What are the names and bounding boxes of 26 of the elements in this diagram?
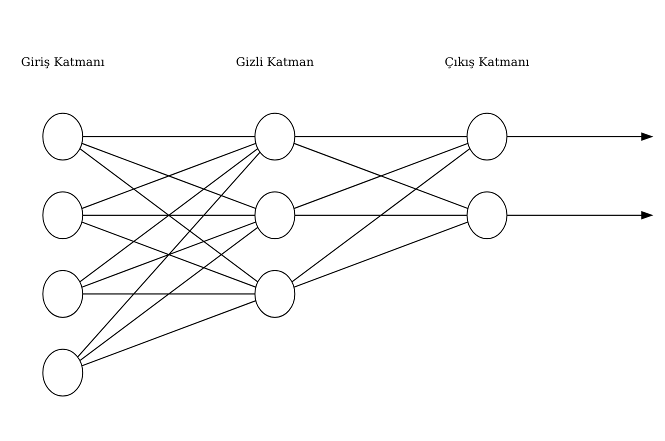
- connector: [82, 300, 256, 366]
- label: Çıkış Katmanı: [444, 54, 530, 69]
- connector: [294, 136, 467, 138]
- node-circle: [42, 112, 84, 160]
- connector: [294, 222, 468, 288]
- label: Giriş Katmanı: [20, 54, 105, 69]
- connector: [80, 226, 258, 361]
- connector: [82, 136, 255, 138]
- node-circle: [254, 270, 296, 318]
- connector: [82, 214, 255, 216]
- node-circle: [466, 112, 508, 160]
- arrow: [507, 211, 654, 220]
- node-circle: [42, 270, 84, 318]
- connector: [82, 222, 256, 288]
- connector: [294, 214, 467, 216]
- node-circle: [254, 191, 296, 240]
- node-circle: [42, 348, 84, 397]
- label: Gizli Katman: [236, 54, 314, 69]
- connector: [80, 148, 258, 282]
- arrow: [507, 132, 654, 141]
- node-circle: [42, 191, 84, 240]
- connector: [292, 148, 470, 282]
- connector: [77, 152, 260, 358]
- node-circle: [466, 191, 508, 240]
- connector: [82, 293, 255, 294]
- node-circle: [254, 112, 296, 160]
